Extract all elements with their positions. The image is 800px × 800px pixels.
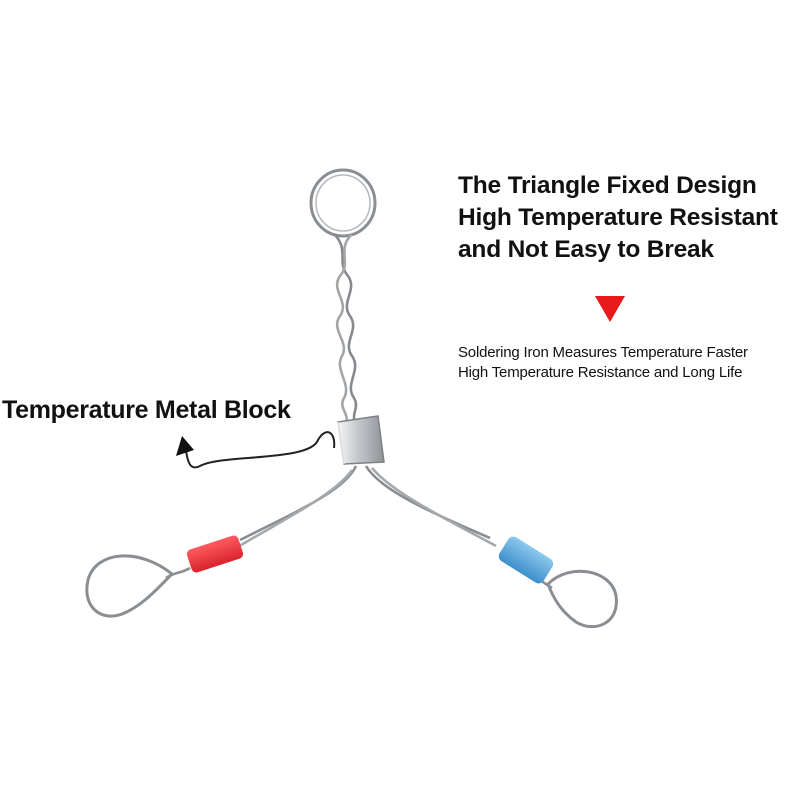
twisted-wire-vertical xyxy=(333,233,358,425)
subtext-line-2: High Temperature Resistance and Long Lif… xyxy=(458,364,743,381)
left-wire-loop xyxy=(85,554,175,618)
subtext-block: Soldering Iron Measures Temperature Fast… xyxy=(458,343,800,383)
headline-line-2: High Temperature Resistant xyxy=(458,204,778,231)
headline-line-3: and Not Easy to Break xyxy=(458,236,714,263)
temperature-metal-block xyxy=(337,415,385,465)
headline-block: The Triangle Fixed Design High Temperatu… xyxy=(458,170,800,266)
callout-label: Temperature Metal Block xyxy=(2,396,291,424)
top-wire-loop xyxy=(309,168,377,238)
callout-arrowhead-icon xyxy=(176,436,194,456)
right-wire-loop xyxy=(546,569,618,629)
red-sleeve xyxy=(186,535,244,573)
subtext-line-1: Soldering Iron Measures Temperature Fast… xyxy=(458,344,748,361)
callout-pointer xyxy=(176,431,336,469)
headline-line-1: The Triangle Fixed Design xyxy=(458,172,757,199)
red-down-triangle-icon xyxy=(595,296,625,322)
blue-sleeve xyxy=(498,536,554,584)
